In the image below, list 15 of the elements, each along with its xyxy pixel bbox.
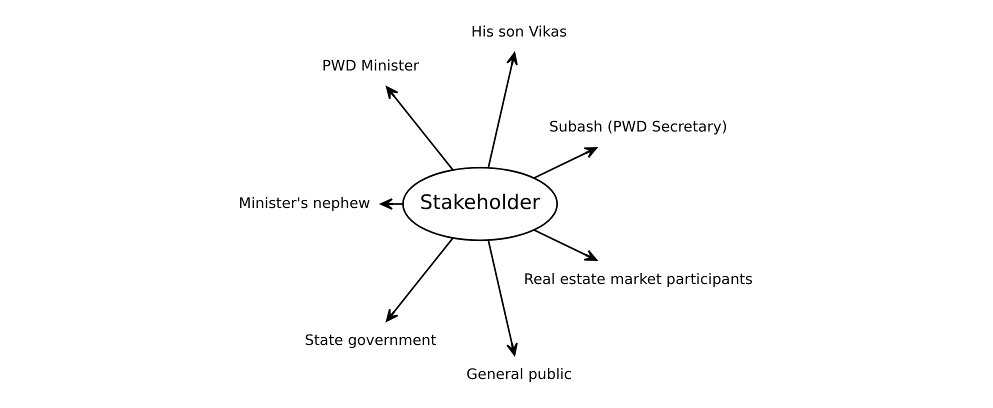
- arrow: [534, 147, 598, 179]
- node-text: Minister's nephew: [238, 196, 370, 212]
- arrow: [488, 52, 518, 168]
- node-text: His son Vikas: [471, 24, 567, 41]
- arrow: [488, 240, 518, 356]
- node-text: State government: [304, 333, 436, 350]
- node-text: General public: [466, 367, 572, 384]
- arrow: [386, 86, 454, 170]
- arrow: [386, 238, 454, 322]
- arrow: [380, 198, 403, 210]
- node-text: Subash (PWD Secretary): [549, 120, 728, 136]
- arrow: [534, 229, 598, 261]
- node-text: PWD Minister: [322, 58, 419, 74]
- node-text: Real estate market participants: [524, 272, 753, 288]
- node-ellipse: Stakeholder: [402, 166, 558, 242]
